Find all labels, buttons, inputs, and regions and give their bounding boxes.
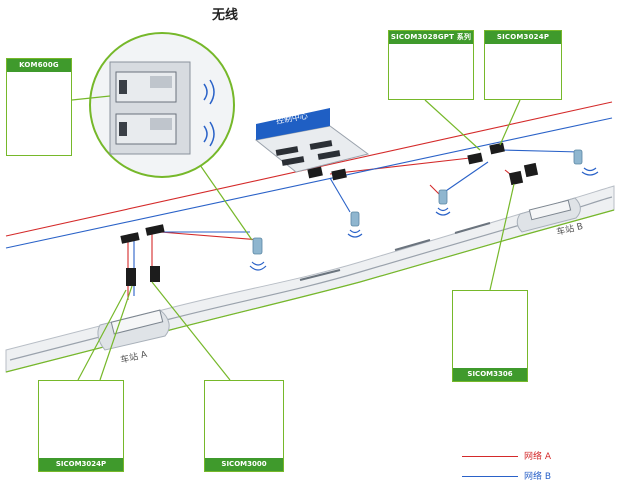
legend-network-b-label: 网络 B bbox=[524, 472, 552, 482]
zoom-wireless-waves bbox=[203, 79, 215, 147]
train-a bbox=[110, 309, 164, 335]
track-rail bbox=[9, 196, 613, 361]
sicom3000-label: SICOM3000 bbox=[205, 458, 283, 471]
callout-sicom3028gpt: SICOM3028GPT 系列 bbox=[388, 30, 474, 100]
sicom3024p-top-label: SICOM3024P bbox=[485, 31, 561, 44]
network-b-lines bbox=[5, 117, 613, 296]
callout-sicom3024p-top: SICOM3024P bbox=[484, 30, 562, 100]
wireless-unit-ports bbox=[119, 76, 172, 136]
wireless-waves bbox=[249, 167, 599, 271]
legend-network-b-line bbox=[462, 476, 518, 477]
control-center-wall bbox=[256, 108, 330, 140]
kom600g-label: KOM600G bbox=[7, 59, 71, 72]
track-green-edge bbox=[5, 209, 615, 373]
control-center-desks bbox=[275, 140, 341, 166]
callout-kom600g: KOM600G bbox=[6, 58, 72, 156]
callout-connectors bbox=[71, 95, 521, 381]
legend-network-a-label: 网络 A bbox=[524, 452, 552, 462]
sicom3306-label: SICOM3306 bbox=[453, 368, 527, 381]
callout-sicom3306: SICOM3306 bbox=[452, 290, 528, 382]
wireless-label: 无线 bbox=[212, 8, 239, 23]
wireless-access-points bbox=[252, 149, 583, 255]
callout-sicom3000: SICOM3000 bbox=[204, 380, 284, 472]
tunnel-segments bbox=[299, 222, 491, 281]
zoom-connector bbox=[199, 164, 253, 241]
sicom3028gpt-label: SICOM3028GPT 系列 bbox=[389, 31, 473, 44]
network-switches bbox=[120, 142, 539, 286]
train-b bbox=[528, 199, 572, 221]
callout-sicom3024p-bottom: SICOM3024P bbox=[38, 380, 124, 472]
legend-network-a-line bbox=[462, 456, 518, 457]
sicom3024p-bottom-label: SICOM3024P bbox=[39, 458, 123, 471]
